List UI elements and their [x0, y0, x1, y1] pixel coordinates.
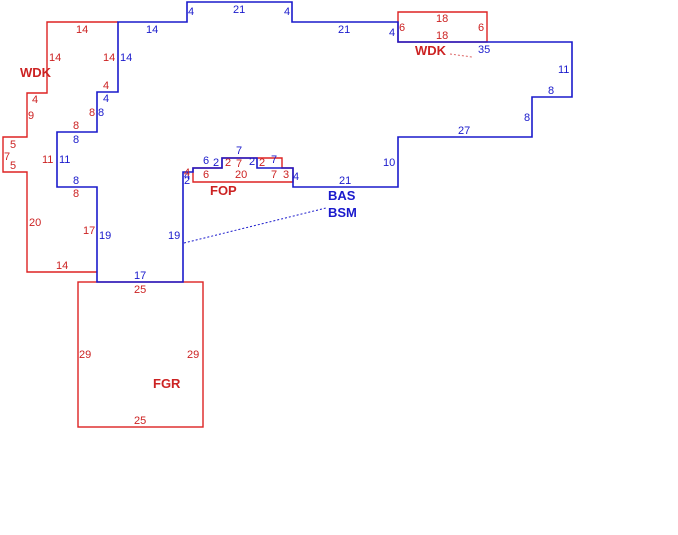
- dim-left-lower-side: 19: [99, 230, 111, 242]
- label-wdk-right: WDK: [415, 43, 447, 58]
- dim-wdk2-left: 6: [399, 22, 405, 34]
- dim-right-step-b: 8: [524, 112, 530, 124]
- dim-wdk-inner-a: 4: [103, 80, 109, 92]
- label-bsm: BSM: [328, 205, 357, 220]
- dim-wdk-left-a: 14: [49, 52, 61, 64]
- dim-wdk2-top: 18: [436, 13, 448, 25]
- wdk-right-leader: [449, 53, 473, 58]
- dim-base-run: 17: [134, 270, 146, 282]
- dim-wdk2-right: 6: [478, 22, 484, 34]
- dim-right-run: 27: [458, 125, 470, 137]
- dim-porch-c: 7: [271, 154, 277, 166]
- dim-wdk-left-b: 4: [32, 94, 38, 106]
- dim-fgr-left: 29: [79, 349, 91, 361]
- dim-wdk-inner-d: 8: [73, 188, 79, 200]
- dim-wdk-left-e: 7: [4, 151, 10, 163]
- dim-fgr-top: 25: [134, 284, 146, 296]
- wdk-left-outline: [2, 21, 118, 273]
- label-bas: BAS: [328, 188, 356, 203]
- dim-top-step1: 4: [188, 6, 194, 18]
- dim-porch-b: 2: [249, 156, 255, 168]
- dim-left-upper-side: 14: [120, 52, 132, 64]
- dim-wdk-left-g: 11: [42, 154, 53, 166]
- dim-wdk-top: 14: [76, 24, 88, 36]
- dim-right-wing-top: 35: [478, 44, 490, 56]
- dim-left-step-a: 8: [73, 175, 79, 187]
- dim-fop-b: 7: [236, 158, 242, 170]
- dim-top-wide: 21: [233, 4, 245, 16]
- dim-wdk-inner-c: 8: [73, 120, 79, 132]
- dim-porch-right-side: 4: [293, 171, 299, 183]
- dim-porch-g: 4: [184, 170, 190, 182]
- fgr-outline: [77, 281, 204, 428]
- dim-fop-a: 2: [225, 157, 231, 169]
- bas-leader: [183, 207, 327, 244]
- label-fop: FOP: [210, 183, 237, 198]
- dim-left-side-a: 11: [59, 154, 70, 166]
- dim-fgr-bottom: 25: [134, 415, 146, 427]
- dim-right-lower-side: 10: [383, 157, 395, 169]
- dim-porch-inner-left: 19: [168, 230, 180, 242]
- dim-fop-c: 2: [259, 157, 265, 169]
- dim-left-step-c: 8: [98, 107, 104, 119]
- dim-right-step-a: 8: [548, 85, 554, 97]
- dim-top-left-run: 14: [146, 24, 158, 36]
- dim-left-step-d: 4: [103, 93, 109, 105]
- dim-porch-d: 2: [213, 157, 219, 169]
- dim-fop-e: 3: [283, 169, 289, 181]
- dim-fgr-right: 29: [187, 349, 199, 361]
- label-fgr: FGR: [153, 376, 181, 391]
- dim-fop-run: 20: [235, 169, 247, 181]
- dim-porch-f: 2: [184, 175, 190, 187]
- dim-top-step2: 4: [284, 6, 290, 18]
- label-wdk-left: WDK: [20, 65, 52, 80]
- dim-porch-e: 6: [203, 155, 209, 167]
- dim-wdk-inner-e: 17: [83, 225, 95, 237]
- dim-right-wing-side: 11: [558, 64, 569, 76]
- dim-wdk-left-h: 20: [29, 217, 41, 229]
- dim-fop-d: 7: [271, 169, 277, 181]
- dim-porch-a: 7: [236, 145, 242, 157]
- dim-upper-right-run: 21: [338, 24, 350, 36]
- dim-wdk2-bottom: 18: [436, 30, 448, 42]
- dim-step-right-a: 4: [389, 27, 395, 39]
- dim-wdk-left-d: 5: [10, 139, 16, 151]
- dim-wdk-right-a: 14: [103, 52, 115, 64]
- dim-left-step-b: 8: [73, 134, 79, 146]
- dim-fop-f: 4: [184, 167, 190, 179]
- main-building-outline: [56, 1, 573, 283]
- dim-bottom-run: 21: [339, 175, 351, 187]
- dim-fop-left: 6: [203, 169, 209, 181]
- dim-wdk-left-c: 9: [28, 110, 34, 122]
- dim-wdk-bottom: 14: [56, 260, 68, 272]
- dim-wdk-inner-b: 8: [89, 107, 95, 119]
- dim-wdk-left-f: 5: [10, 160, 16, 172]
